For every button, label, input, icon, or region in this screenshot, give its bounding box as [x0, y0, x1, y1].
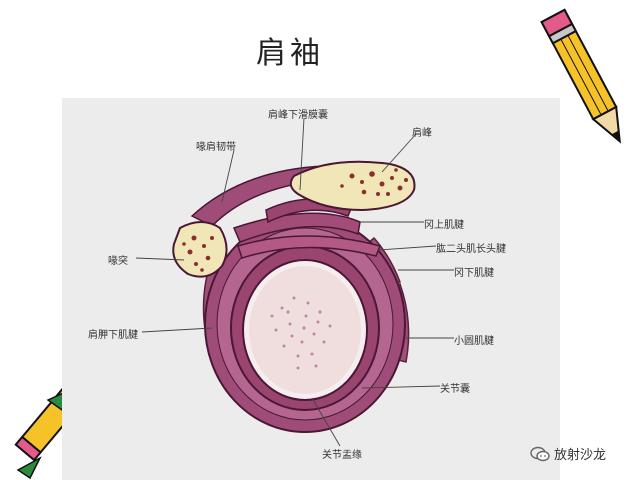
label-supraspinatus: 冈上肌腱	[424, 220, 464, 231]
label-biceps-long-head: 肱二头肌长头腱	[436, 244, 506, 255]
label-subscapularis: 肩胛下肌腱	[88, 330, 138, 341]
label-subacromial-bursa: 肩峰下滑膜囊	[268, 110, 328, 121]
label-coracoid: 喙突	[108, 256, 128, 267]
rotator-cuff-diagram	[135, 117, 454, 447]
watermark: 放射沙龙	[530, 444, 606, 463]
label-teres-minor: 小圆肌腱	[454, 336, 494, 347]
shoulder-cross-section-figure: 肩峰下滑膜囊 肩峰 喙肩韧带 喙突 冈上肌腱 肱二头肌长头腱 冈下肌腱 肩胛下肌…	[62, 98, 560, 480]
label-coracoacromial-ligament: 喙肩韧带	[196, 142, 236, 153]
label-joint-capsule: 关节囊	[440, 384, 470, 395]
slide-title: 肩袖	[256, 36, 324, 71]
label-acromion: 肩峰	[412, 128, 432, 139]
coracoid-bone	[172, 221, 228, 278]
acromion-bone	[289, 160, 416, 212]
glenoid-cavity	[249, 266, 361, 394]
label-infraspinatus: 冈下肌腱	[454, 268, 494, 279]
label-glenoid-labrum: 关节盂缘	[322, 450, 362, 461]
watermark-text: 放射沙龙	[554, 448, 607, 463]
chat-bubble-icon	[530, 446, 550, 461]
biceps-long-head-tendon	[237, 235, 382, 259]
pencil-icon	[540, 8, 621, 144]
